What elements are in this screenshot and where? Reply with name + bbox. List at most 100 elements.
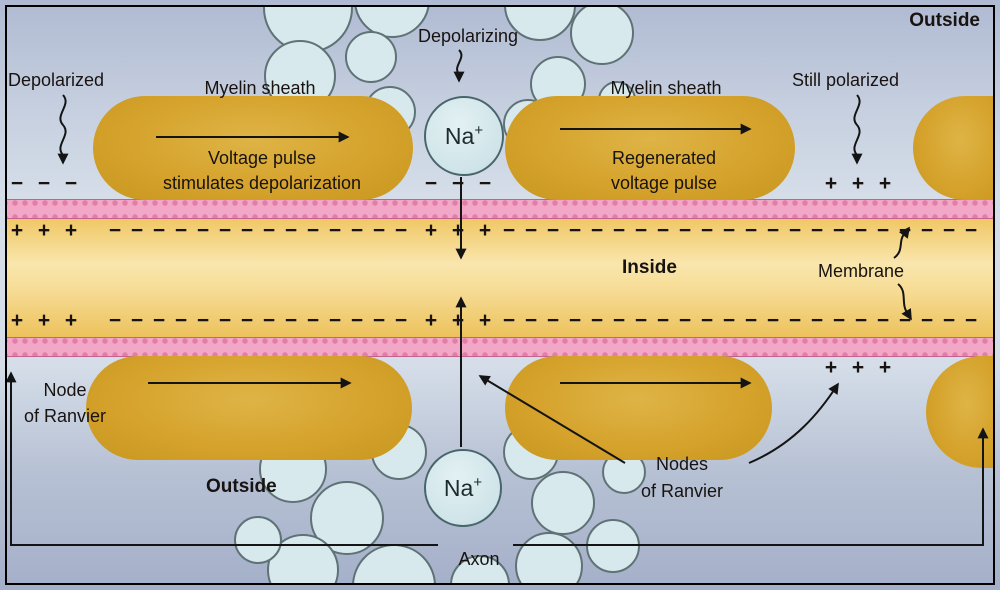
charge-sign: − xyxy=(634,309,648,332)
charge-sign: − xyxy=(788,219,802,242)
charge-sign: − xyxy=(744,309,758,332)
charge-sign: − xyxy=(394,219,408,242)
charge-sign: − xyxy=(152,219,166,242)
charge-sign: − xyxy=(108,219,122,242)
charge-sign: − xyxy=(722,219,736,242)
charge-sign: − xyxy=(306,219,320,242)
charge-sign: − xyxy=(700,309,714,332)
label-membrane: Membrane xyxy=(818,261,905,281)
label-layer: Outside Depolarized Myelin sheath Depola… xyxy=(7,7,993,583)
fluid-circle xyxy=(345,31,397,83)
charge-sign: − xyxy=(876,219,890,242)
charge-sign: − xyxy=(964,309,978,332)
charge-sign: − xyxy=(766,219,780,242)
diagram-stage: Na+ Na+ −−−−−−++++++−−−−−−−−−−−−−−+++−−−… xyxy=(7,7,993,583)
label-node-of-ranvier-left: Node of Ranvier xyxy=(7,377,130,429)
myelin-sheath-top-left xyxy=(93,96,413,200)
label-still-polarized: Still polarized xyxy=(792,70,900,90)
charge-group-outside-top-left: −−− xyxy=(10,173,78,195)
charge-sign: − xyxy=(788,309,802,332)
charge-sign: − xyxy=(678,309,692,332)
charge-sign: + xyxy=(10,309,24,332)
charge-sign: − xyxy=(854,309,868,332)
charge-sign: − xyxy=(568,219,582,242)
charge-sign: + xyxy=(64,219,78,242)
charge-sign: + xyxy=(878,172,892,195)
arrow-nodes-of-ranvier-right xyxy=(748,382,839,464)
charge-layer: −−−−−−++++++−−−−−−−−−−−−−−+++−−−−−−−−−−−… xyxy=(7,7,993,583)
charge-sign: + xyxy=(424,219,438,242)
charge-sign: − xyxy=(328,219,342,242)
membrane-top xyxy=(7,199,993,219)
label-regenerated-line1: Regenerated xyxy=(611,148,717,168)
charge-sign: − xyxy=(942,219,956,242)
charge-sign: − xyxy=(196,309,210,332)
label-depolarizing: Depolarizing xyxy=(417,26,519,46)
squiggle-arrow-membrane-bottom xyxy=(897,283,912,321)
charge-sign: − xyxy=(394,309,408,332)
fluid-circle xyxy=(234,516,282,564)
axon-pointer-left xyxy=(7,371,438,546)
charge-sign: + xyxy=(37,219,51,242)
label-voltage-pulse: Voltage pulse stimulates depolarization xyxy=(120,146,404,196)
membrane-bottom xyxy=(7,337,993,357)
charge-sign: − xyxy=(306,309,320,332)
label-nodes-right-line1: Nodes xyxy=(655,454,709,474)
charge-sign: − xyxy=(722,309,736,332)
charge-group-inside-bottom-left: +++ xyxy=(10,310,78,332)
label-outside-top: Outside xyxy=(909,10,980,31)
charge-sign: − xyxy=(502,219,516,242)
charge-sign: − xyxy=(218,309,232,332)
charge-sign: − xyxy=(10,172,24,195)
label-inside: Inside xyxy=(622,257,677,278)
charge-sign: − xyxy=(546,219,560,242)
charge-group-outside-bottom-right: +++ xyxy=(824,357,892,379)
label-myelin-sheath-right: Myelin sheath xyxy=(610,78,722,98)
charge-sign: − xyxy=(350,309,364,332)
charge-sign: − xyxy=(832,309,846,332)
charge-sign: − xyxy=(37,172,51,195)
charge-sign: − xyxy=(284,309,298,332)
charge-sign: + xyxy=(478,309,492,332)
charge-sign: − xyxy=(152,309,166,332)
myelin-sheath-bottom-right xyxy=(505,356,772,460)
squiggle-arrow-membrane-top xyxy=(893,226,910,259)
charge-sign: − xyxy=(424,172,438,195)
axon-interior xyxy=(7,219,993,337)
label-regenerated-pulse: Regenerated voltage pulse xyxy=(554,146,774,196)
charge-sign: − xyxy=(590,219,604,242)
charge-sign: − xyxy=(284,219,298,242)
charge-sign: − xyxy=(502,309,516,332)
na-charge: + xyxy=(473,473,483,491)
charge-sign: − xyxy=(130,309,144,332)
charge-sign: − xyxy=(920,309,934,332)
label-nodes-of-ranvier-right: Nodes of Ranvier xyxy=(612,451,752,505)
label-voltage-pulse-line2: stimulates depolarization xyxy=(162,173,362,193)
charge-sign: − xyxy=(744,219,758,242)
charge-sign: − xyxy=(612,219,626,242)
myelin-sheath-top-far-right xyxy=(913,96,993,200)
charge-sign: − xyxy=(766,309,780,332)
charge-sign: − xyxy=(372,219,386,242)
squiggle-arrow-depolarized xyxy=(57,94,69,165)
sodium-ion-top: Na+ xyxy=(424,96,504,176)
charge-sign: − xyxy=(196,219,210,242)
charge-sign: − xyxy=(328,309,342,332)
charge-sign: − xyxy=(130,219,144,242)
squiggle-arrow-still-polarized xyxy=(851,94,863,165)
label-myelin-sheath-left: Myelin sheath xyxy=(204,78,316,98)
charge-sign: − xyxy=(678,219,692,242)
charge-sign: − xyxy=(174,309,188,332)
charge-sign: + xyxy=(478,219,492,242)
charge-sign: − xyxy=(64,172,78,195)
charge-sign: − xyxy=(920,219,934,242)
label-regenerated-line2: voltage pulse xyxy=(610,173,718,193)
myelin-sheath-top-right xyxy=(505,96,795,200)
charge-group-inside-top-left-run: −−−−−−−−−−−−−− xyxy=(108,220,408,242)
diagram-world: Na+ Na+ −−−−−−++++++−−−−−−−−−−−−−−+++−−−… xyxy=(7,7,993,583)
charge-sign: − xyxy=(240,219,254,242)
charge-sign: + xyxy=(851,172,865,195)
fluid-circle xyxy=(515,532,583,583)
charge-sign: − xyxy=(218,219,232,242)
